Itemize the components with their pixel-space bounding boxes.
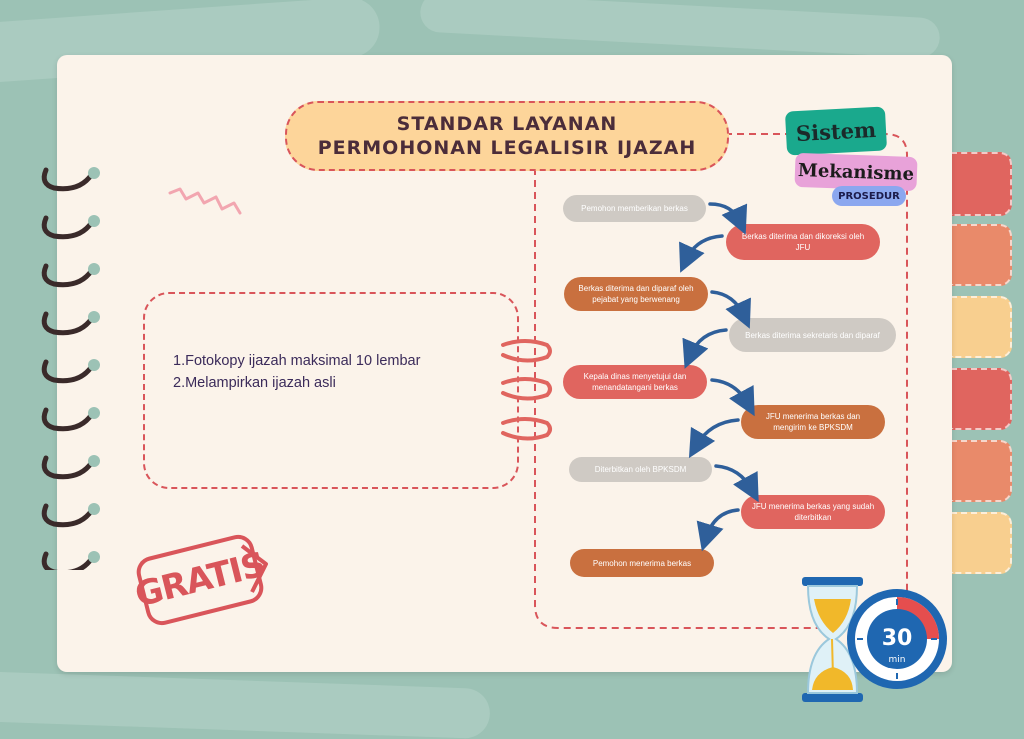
spiral-ring (41, 455, 95, 480)
spiral-hole (88, 407, 100, 419)
stamp-notch (240, 544, 268, 593)
spiral-hole (88, 167, 100, 179)
spiral-hole (88, 263, 100, 275)
flow-step-3: Berkas diterima dan diparaf oleh pejabat… (564, 277, 708, 311)
spiral-hole (88, 311, 100, 323)
spiral-hole (88, 215, 100, 227)
requirements-box (143, 292, 519, 489)
spiral-ring (41, 263, 95, 288)
spiral-ring (41, 407, 95, 432)
flow-step-2: Berkas diterima dan dikoreksi oleh JFU (726, 224, 880, 260)
spiral-ring (41, 215, 95, 240)
timer-value: 30 (881, 626, 913, 651)
side-tab (950, 512, 1012, 574)
prosedur-tag: PROSEDUR (832, 186, 906, 206)
arrow-left (682, 328, 728, 369)
binder-rings (501, 339, 552, 441)
flow-arrows (679, 202, 759, 552)
spiral-hole (88, 551, 100, 563)
stopwatch-icon (847, 589, 947, 689)
arrow-right (710, 378, 755, 417)
flow-step-5: Kepala dinas menyetujui dan menandatanga… (563, 365, 707, 399)
arrow-left (696, 508, 740, 552)
spiral-ring (41, 311, 95, 336)
flow-step-8: JFU menerima berkas yang sudah diterbitk… (741, 495, 885, 529)
flow-step-4: Berkas diterima sekretaris dan diparaf (729, 318, 896, 352)
title-banner: STANDAR LAYANAN PERMOHONAN LEGALISIR IJA… (285, 101, 729, 171)
requirement-item: 1.Fotokopy ijazah maksimal 10 lembar (173, 353, 421, 369)
spiral-hole (88, 359, 100, 371)
requirements-list: 1.Fotokopy ijazah maksimal 10 lembar 2.M… (173, 350, 420, 394)
arrow-right (710, 290, 751, 329)
requirement-item: 2.Melampirkan ijazah asli (173, 375, 336, 391)
spiral-hole (88, 455, 100, 467)
side-tab (950, 368, 1012, 430)
timer-unit: min (888, 655, 906, 665)
arrow-left (679, 234, 724, 273)
spiral-hole (88, 503, 100, 515)
hourglass-icon (802, 577, 863, 702)
arrow-right (714, 464, 759, 503)
spiral-ring (41, 359, 95, 384)
arrow-left (688, 418, 740, 459)
spiral-ring (41, 503, 95, 528)
title-line-2: PERMOHONAN LEGALISIR IJAZAH (317, 137, 697, 159)
arrow-right (708, 202, 748, 235)
flow-step-9: Pemohon menerima berkas (570, 549, 714, 577)
flow-step-7: Diterbitkan oleh BPKSDM (569, 457, 712, 482)
spiral-binding (41, 167, 100, 570)
title-line-1: STANDAR LAYANAN (396, 113, 618, 135)
flow-step-6: JFU menerima berkas dan mengirim ke BPKS… (741, 405, 885, 439)
flow-step-1: Pemohon memberikan berkas (563, 195, 706, 222)
zigzag-decoration (168, 187, 242, 215)
spiral-ring (41, 167, 95, 192)
spiral-ring (41, 551, 95, 570)
